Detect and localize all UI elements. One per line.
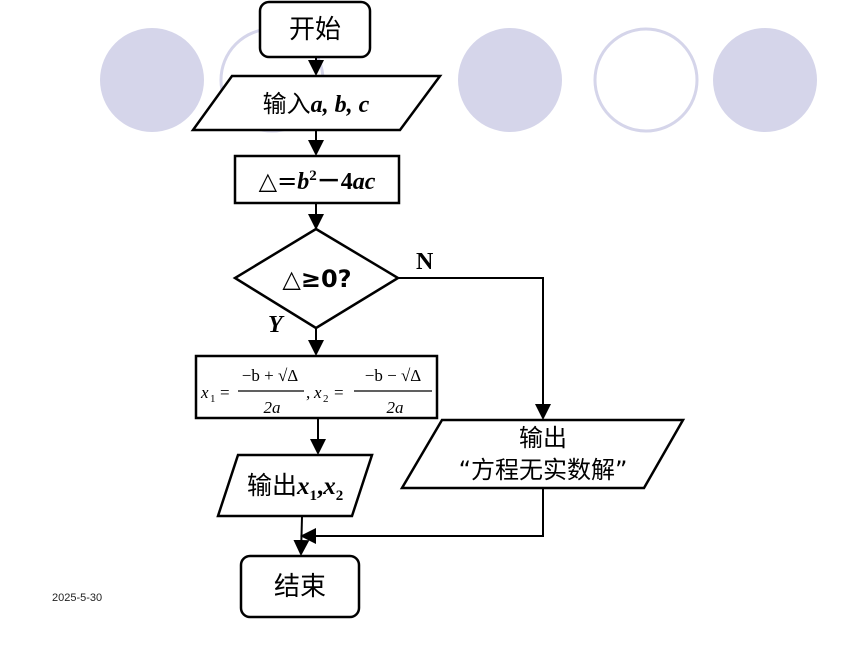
- output-roots-node: [216, 453, 374, 518]
- svg-text:,: ,: [306, 383, 310, 402]
- formula-node: [194, 354, 439, 420]
- svg-text:1: 1: [210, 393, 216, 405]
- arrow-output-to-end: [293, 516, 310, 556]
- decor-circle-3: [458, 28, 562, 132]
- output-no-roots-node: [399, 418, 686, 490]
- decor-circle-1: [100, 28, 204, 132]
- discriminant-label: △=b2－4ac: [259, 167, 376, 195]
- decision-node: [232, 227, 401, 330]
- output-roots-label: 输出x1,x2: [247, 471, 343, 504]
- discriminant-node: [233, 154, 401, 205]
- start-label: 开始: [289, 15, 341, 45]
- svg-text:=: =: [220, 383, 230, 402]
- input-label: 输入a, b, c: [263, 90, 370, 118]
- svg-text:2a: 2a: [264, 398, 281, 417]
- output-no-roots-line2: “方程无实数解”: [459, 456, 628, 484]
- slide-date: 2025-5-30: [52, 592, 103, 604]
- input-node: [190, 74, 443, 132]
- decision-label: △≥0?: [282, 265, 351, 293]
- svg-text:−b + √Δ: −b + √Δ: [242, 366, 299, 385]
- svg-text:2: 2: [323, 393, 329, 405]
- decor-circle-5: [713, 28, 817, 132]
- yes-label: Y: [268, 312, 285, 338]
- start-node: [258, 0, 372, 59]
- svg-text:−b − √Δ: −b − √Δ: [365, 366, 422, 385]
- decor-circle-4: [593, 27, 699, 133]
- svg-text:x: x: [313, 383, 322, 402]
- end-node: [239, 554, 361, 619]
- end-label: 结束: [274, 572, 326, 602]
- output-no-roots-line1: 输出: [519, 424, 567, 452]
- roots-formula: x 1 = −b + √Δ 2a , x 2 = −b − √Δ 2a: [200, 366, 432, 417]
- svg-text:=: =: [334, 383, 344, 402]
- svg-text:2a: 2a: [387, 398, 404, 417]
- no-label: N: [416, 249, 434, 275]
- svg-text:x: x: [200, 383, 209, 402]
- arrow-no-output-merge: [300, 488, 544, 544]
- arrow-decision-no: [398, 277, 551, 420]
